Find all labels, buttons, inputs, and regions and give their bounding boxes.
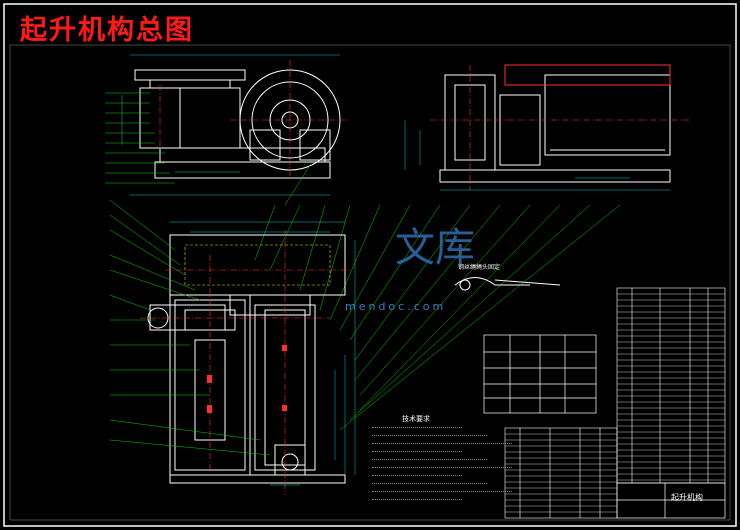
front-view (147, 234, 346, 484)
note-line (372, 432, 487, 436)
note-line (372, 488, 512, 492)
lower-parts-table (504, 427, 618, 519)
note-line (372, 424, 462, 428)
note-line (372, 480, 487, 484)
leader-fan (254, 204, 621, 431)
watermark-logo: 文库 (395, 225, 475, 271)
sheet-border (3, 3, 737, 527)
drawing-name: 起升机构 (671, 493, 703, 502)
front-view-leaders (109, 199, 271, 456)
side-view-dims (121, 54, 340, 196)
note-line (372, 464, 512, 468)
rope-end-detail (454, 277, 561, 291)
note-line (372, 496, 462, 500)
plan-view-dims (404, 120, 670, 191)
detail-label: 钢丝绳绳头固定 (458, 264, 501, 271)
note-line (372, 456, 487, 460)
performance-table (483, 334, 597, 414)
plan-view (439, 64, 671, 183)
side-view (134, 69, 341, 179)
page-title: 起升机构总图 (20, 15, 194, 46)
note-line (372, 448, 462, 452)
note-line (372, 472, 462, 476)
parts-list (616, 287, 726, 484)
note-line (372, 440, 512, 444)
watermark-url: mendoc.com (345, 300, 447, 313)
side-view-leaders (105, 92, 311, 206)
notes-title: 技术要求 (402, 415, 430, 423)
sheet-inner-border (9, 44, 731, 521)
title-block (616, 482, 726, 519)
front-view-dims (170, 221, 356, 486)
